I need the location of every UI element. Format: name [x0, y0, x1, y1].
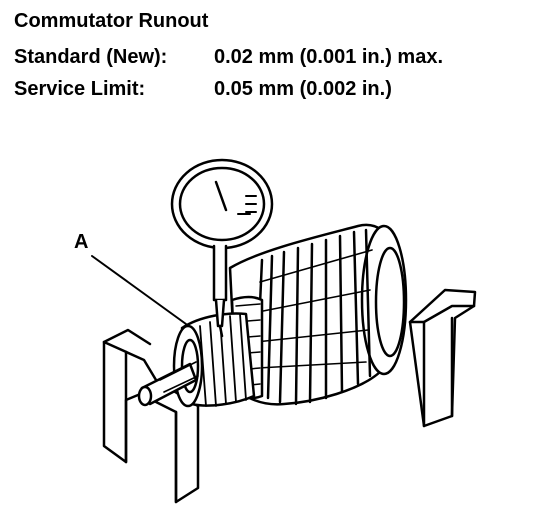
service-limit-row: Service Limit: 0.05 mm (0.002 in.) [14, 76, 392, 102]
standard-value: 0.02 mm (0.001 in.) max. [214, 46, 444, 68]
shaft-icon [137, 361, 199, 407]
callout-leader [91, 255, 187, 325]
standard-label: Standard (New): [14, 46, 168, 68]
commutator-icon [172, 312, 256, 408]
dial-indicator-icon [170, 158, 274, 338]
callout-label-a: A [74, 231, 89, 253]
v-block-icon [408, 288, 477, 428]
service-limit-value: 0.05 mm (0.002 in.) [214, 78, 392, 100]
standard-spec-row: Standard (New): 0.02 mm (0.001 in.) max. [14, 44, 443, 70]
service-limit-label: Service Limit: [14, 78, 146, 100]
spec-title: Commutator Runout [14, 10, 209, 32]
armature-icon [228, 223, 408, 406]
